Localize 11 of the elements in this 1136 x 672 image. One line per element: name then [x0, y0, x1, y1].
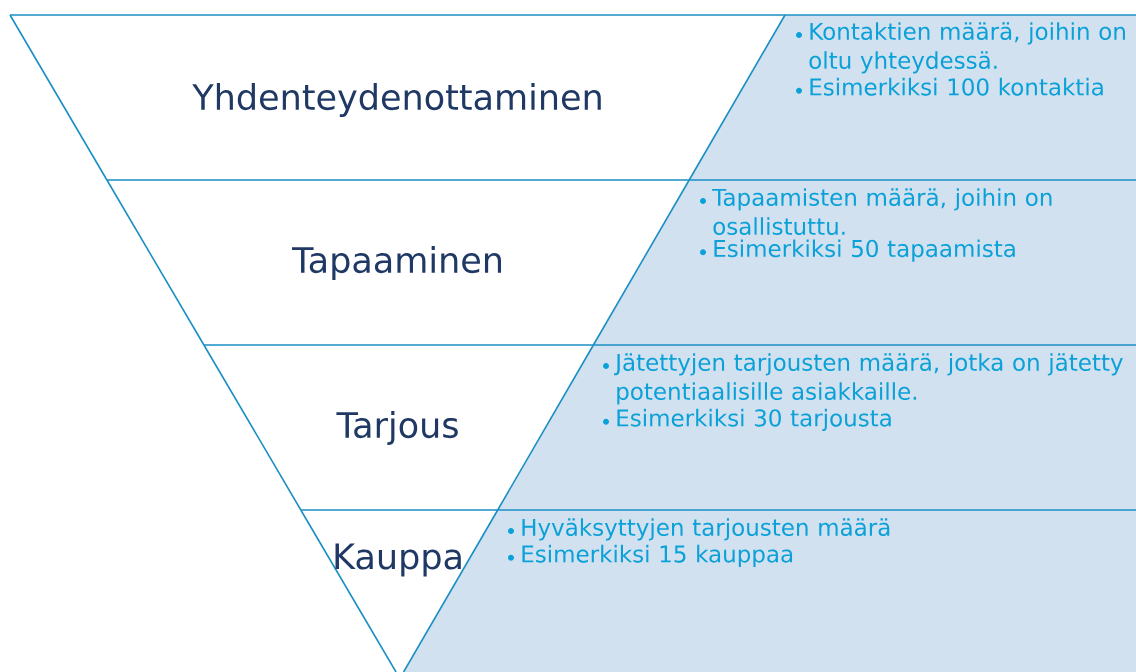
bullet-text: Hyväksyttyjen tarjousten määrä — [508, 518, 890, 541]
bullet-text: Esimerkiksi 15 kauppaa — [508, 544, 793, 568]
node-label: Yhdenteydenottaminen — [192, 83, 601, 117]
bullet-text: Esimerkiksi 50 tapaamista — [700, 239, 1015, 262]
bullet-text: Tapaamisten määrä, joihin on osallistuttu. — [700, 188, 1052, 235]
node-label: Tarjous — [336, 411, 458, 445]
bullet-text: Esimerkiksi 100 kontaktia — [796, 77, 1103, 96]
bullet-text: Jätettyjen tarjousten määrä, jotka on jätetty potentiaalisille asiakkaille. — [603, 353, 1123, 405]
bullet-text: Esimerkiksi 30 tarjousta — [603, 408, 891, 432]
bullet-text: Kontaktien määrä, joihin on oltu yhteydessä. — [796, 22, 1125, 74]
node-label: Tapaaminen — [291, 246, 502, 280]
